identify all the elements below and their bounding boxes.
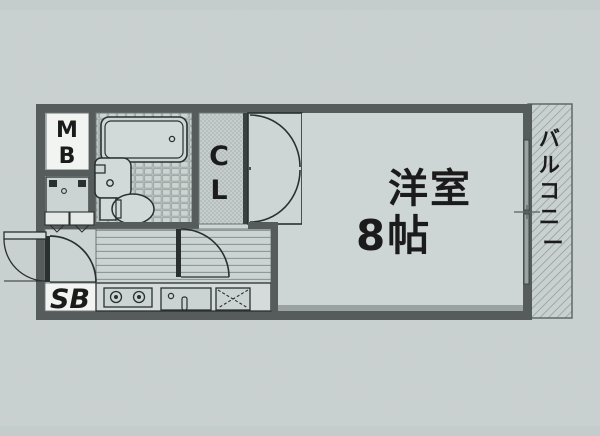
closet-char-2: L [210, 175, 227, 206]
hall-door[interactable] [176, 228, 230, 278]
corridor-area [95, 228, 272, 284]
bathtub-fixture [100, 116, 188, 163]
room-double-door[interactable] [247, 112, 303, 225]
kitchen-counter [95, 282, 272, 312]
washer-space-fixture [215, 287, 251, 311]
room-bottom-wall-detail [278, 305, 523, 311]
bath-closet-wall [96, 104, 199, 229]
gas-stove-fixture [103, 287, 153, 308]
meter-box-char-1: M [56, 118, 78, 143]
wash-basin-fixture [94, 157, 132, 199]
shoe-box-label: SB [50, 284, 90, 315]
toilet-fixture [99, 193, 155, 225]
balcony-char-2: ル [539, 153, 560, 177]
mb-divider [45, 170, 90, 176]
balcony-char-3: コ [539, 179, 560, 203]
shoe-box-area: SB [44, 282, 97, 315]
corridor-room-wall [248, 222, 278, 311]
balcony-char-4: ニ [539, 205, 560, 229]
closet-char-1: C [209, 141, 229, 172]
balcony-sliding-door[interactable] [514, 139, 540, 285]
balcony-label: バ ル コ ニ ー [539, 127, 567, 255]
balcony-char-1: バ [539, 127, 560, 151]
entrance-area [44, 224, 97, 284]
unit-bath [89, 104, 193, 225]
main-room-area-size: 8帖 [356, 211, 431, 260]
entrance-door[interactable] [3, 231, 97, 283]
meter-box-char-2: B [59, 144, 76, 169]
entry-cabinets [44, 211, 95, 233]
main-room-name: 洋室 [388, 166, 472, 212]
kitchen-sink-fixture [160, 287, 212, 311]
main-room-area: 洋室 8帖 [302, 113, 523, 311]
balcony-area: バ ル コ ニ ー [539, 127, 567, 255]
balcony-char-5: ー [543, 231, 564, 255]
